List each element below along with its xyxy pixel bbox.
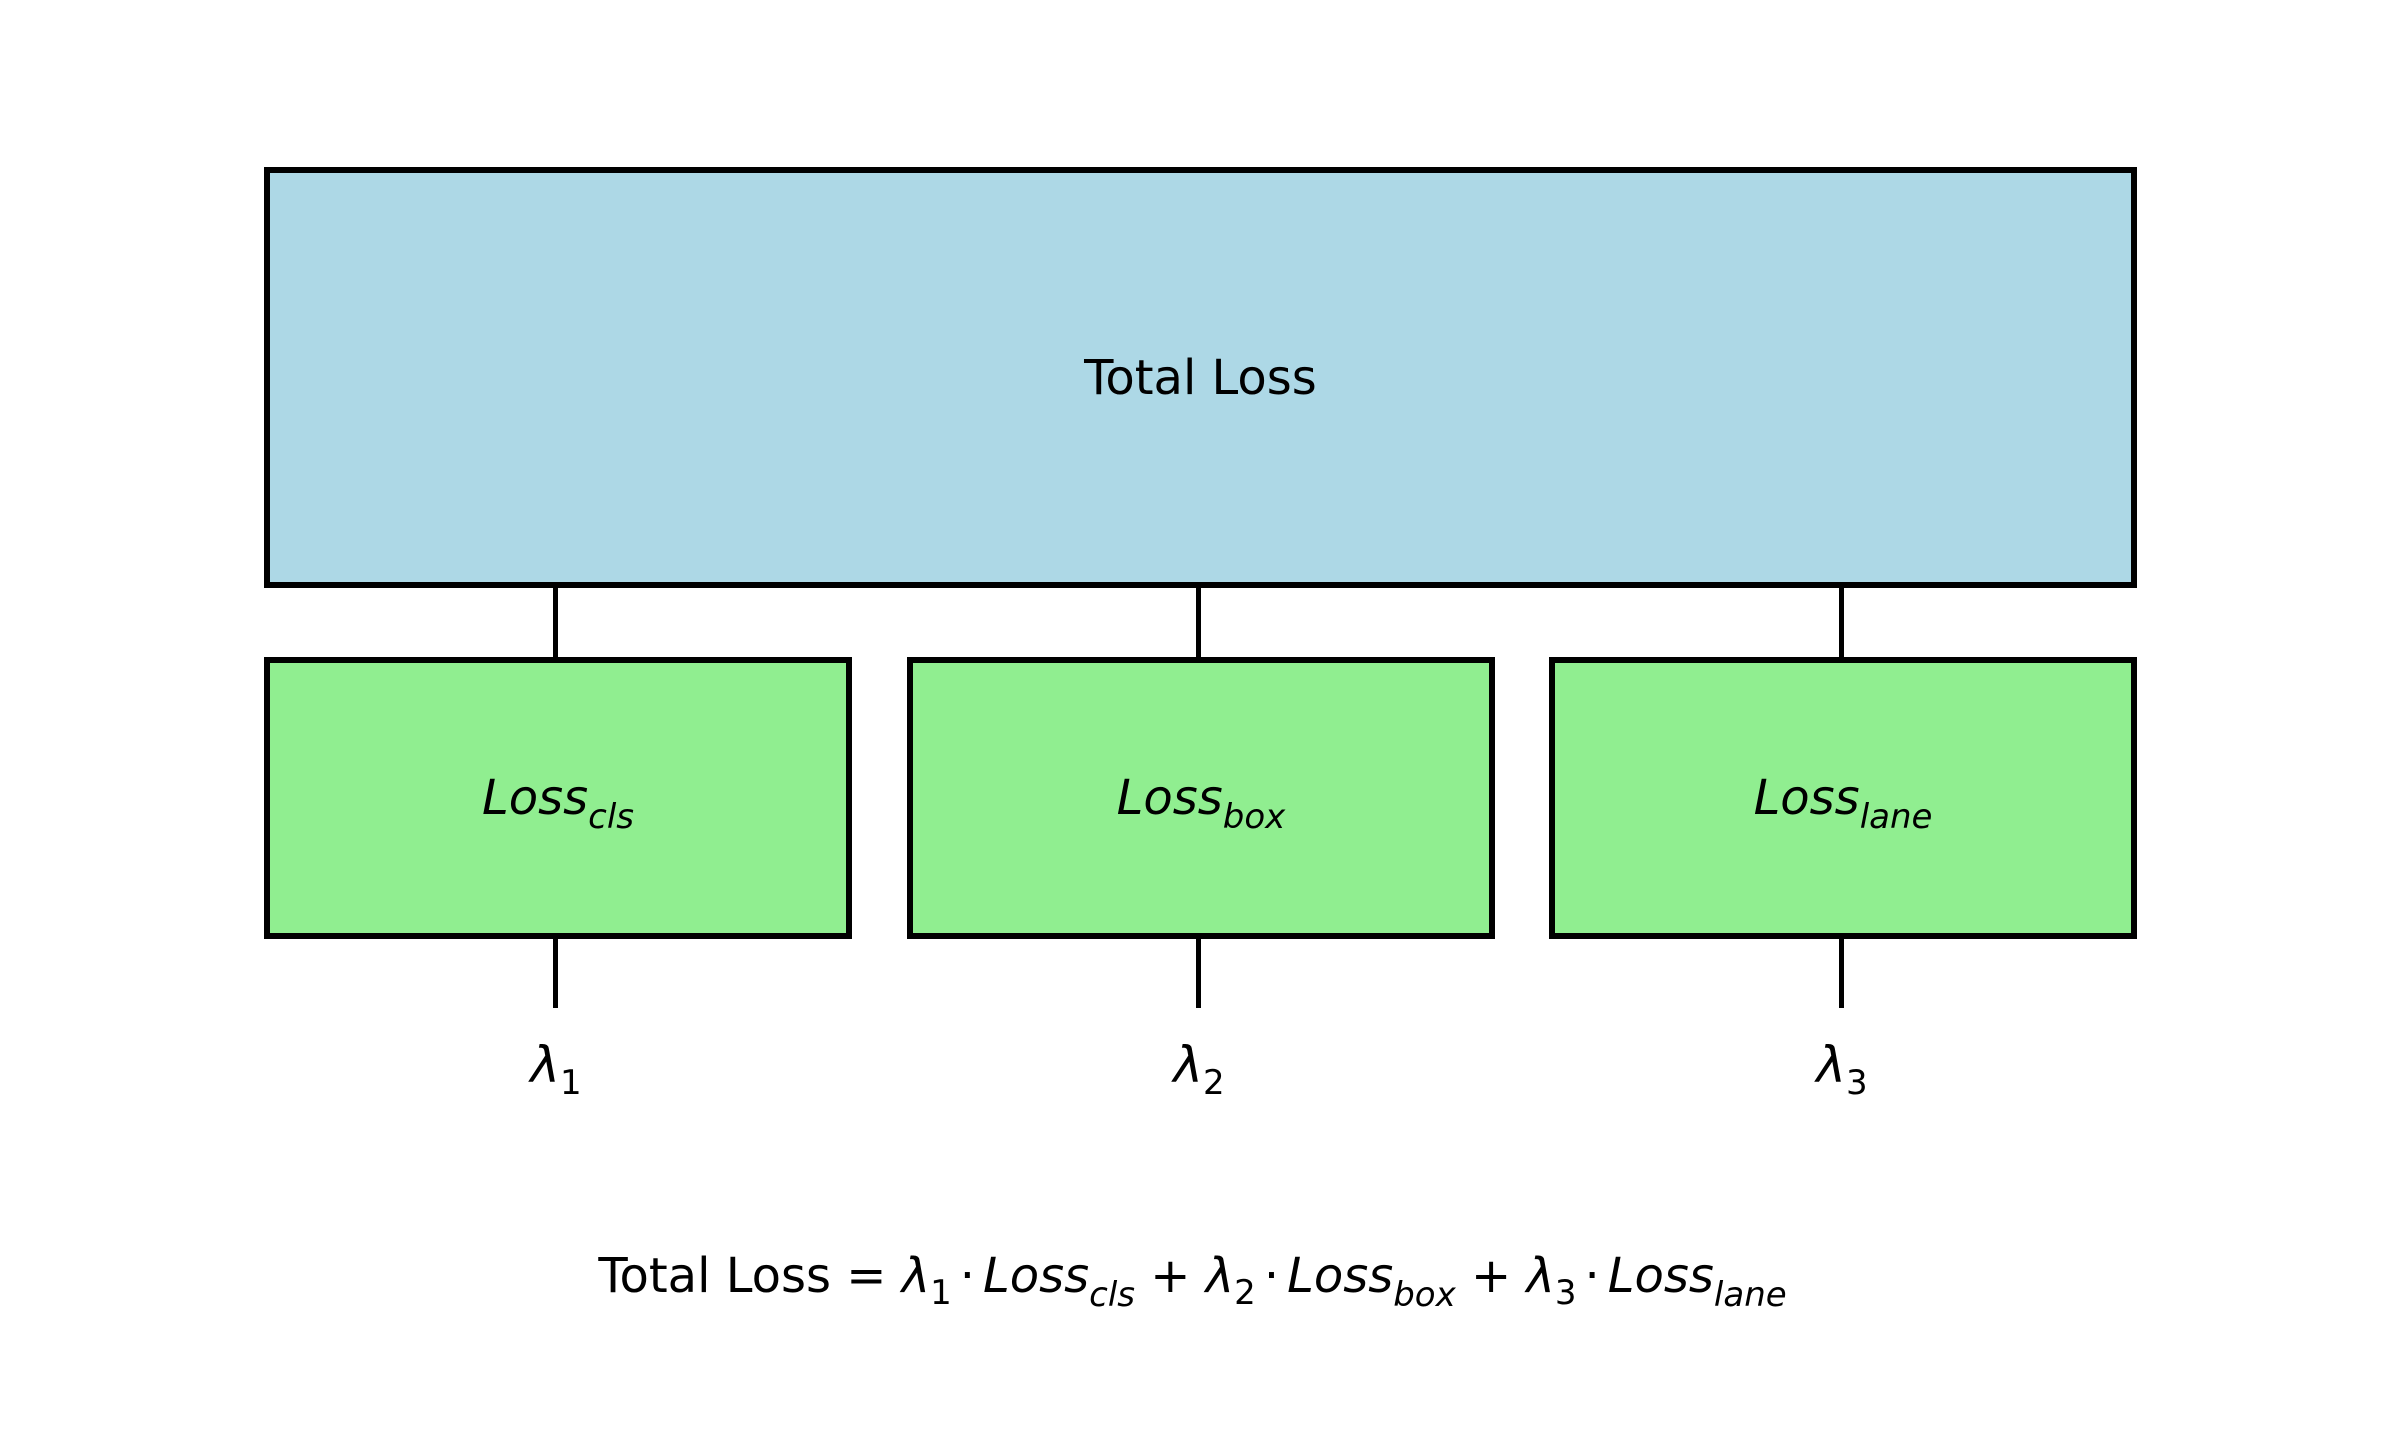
formula-loss-cls-base: Loss [983,1248,1090,1304]
loss-lane-label: Losslane [1754,774,1933,834]
formula-lambda-1-index: 1 [930,1273,952,1313]
formula-term-3: λ3·Losslane [1526,1248,1786,1312]
formula-plus-2: + [1470,1248,1512,1304]
lambda-1-index: 1 [559,1063,582,1103]
formula-dot-2: · [1263,1248,1280,1304]
formula-lambda-3-index: 3 [1554,1273,1577,1313]
formula-term-2: λ2·Lossbox [1205,1248,1456,1312]
lambda-3-label: λ3 [1742,1040,1942,1100]
connector-total-to-cls [553,588,558,657]
lambda-2-index: 2 [1202,1063,1225,1103]
loss-cls-label: Losscls [482,774,634,834]
formula-lhs: Total Loss [598,1248,831,1304]
loss-box-subscript: box [1222,797,1286,837]
lambda-1-symbol: λ [530,1036,560,1094]
formula-dot-3: · [1584,1248,1600,1304]
loss-lane-base: Loss [1753,770,1860,826]
formula-lambda-2-symbol: λ [1205,1248,1235,1304]
connector-box-to-lambda2 [1196,939,1201,1008]
total-loss-box: Total Loss [264,167,2137,588]
formula-plus-1: + [1150,1248,1191,1304]
loss-box-label: Lossbox [1117,774,1286,834]
formula-lambda-3-symbol: λ [1526,1248,1555,1304]
loss-box-base: Loss [1116,770,1223,826]
total-loss-label: Total Loss [1084,349,1317,406]
formula-term-1: λ1·Losscls [901,1248,1135,1312]
loss-lane-subscript: lane [1859,797,1933,837]
loss-box-box: Lossbox [907,657,1495,939]
lambda-1-label: λ1 [456,1040,656,1100]
formula-equals: = [846,1248,887,1304]
loss-lane-box: Losslane [1549,657,2137,939]
formula-loss-box-subscript: box [1393,1275,1456,1315]
formula-loss-cls-subscript: cls [1089,1275,1136,1315]
connector-lane-to-lambda3 [1839,939,1844,1008]
formula-lambda-1-symbol: λ [901,1248,931,1304]
total-loss-formula: Total Loss = λ1·Losscls + λ2·Lossbox + λ… [0,1252,2385,1312]
loss-cls-base: Loss [482,770,589,826]
lambda-3-index: 3 [1845,1063,1868,1103]
lambda-3-symbol: λ [1816,1036,1846,1094]
loss-cls-box: Losscls [264,657,852,939]
formula-loss-box-base: Loss [1287,1248,1394,1304]
formula-lambda-2-index: 2 [1234,1273,1256,1313]
lambda-2-symbol: λ [1173,1036,1203,1094]
connector-cls-to-lambda1 [553,939,558,1008]
formula-loss-lane-subscript: lane [1713,1275,1787,1315]
formula-loss-lane-base: Loss [1607,1248,1714,1304]
connector-total-to-box [1196,588,1201,657]
lambda-2-label: λ2 [1099,1040,1299,1100]
loss-cls-subscript: cls [588,797,634,837]
connector-total-to-lane [1839,588,1844,657]
formula-dot-1: · [959,1248,976,1304]
